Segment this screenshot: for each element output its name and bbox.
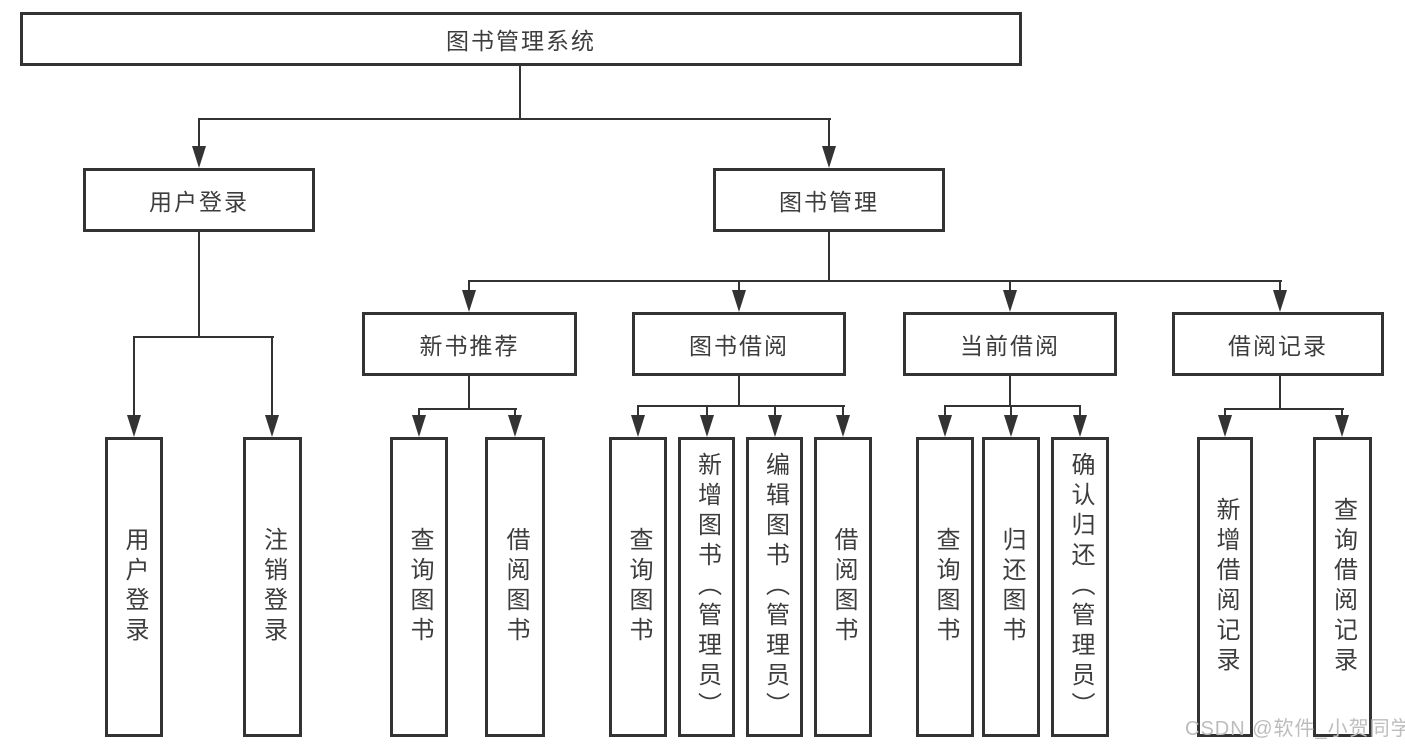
edge-line <box>1010 405 1012 417</box>
edge-line <box>133 336 135 416</box>
edge-line <box>828 232 830 282</box>
leaf-query-borrow-record: 查询借阅记录 <box>1313 437 1372 737</box>
node-root-label: 图书管理系统 <box>446 28 596 54</box>
edge-line <box>1079 405 1081 417</box>
node-new-book-recommend-label: 新书推荐 <box>419 333 520 359</box>
arrow-down-icon <box>836 415 850 437</box>
edge-line <box>271 336 273 416</box>
leaf-borrow-books: 借阅图书 <box>814 437 872 737</box>
edge-line <box>468 280 1282 282</box>
node-borrow-record: 借阅记录 <box>1172 312 1384 376</box>
leaf-confirm-return-admin: 确认归还（管理员） <box>1051 437 1109 737</box>
watermark: CSDN @软件_小贺同学 <box>1185 718 1405 740</box>
arrow-down-icon <box>732 290 746 312</box>
arrow-down-icon <box>192 146 206 168</box>
node-root: 图书管理系统 <box>20 12 1022 66</box>
edge-line <box>944 405 1081 407</box>
edge-line <box>1224 408 1226 417</box>
leaf-user-login: 用户登录 <box>105 437 163 737</box>
arrow-down-icon <box>265 415 279 437</box>
edge-line <box>738 280 740 293</box>
node-user-login-label: 用户登录 <box>149 189 249 215</box>
edge-line <box>468 280 470 293</box>
arrow-down-icon <box>631 415 645 437</box>
arrow-down-icon <box>1218 415 1232 437</box>
edge-line <box>468 376 470 410</box>
leaf-borrow-books: 借阅图书 <box>485 437 545 737</box>
edge-line <box>133 336 274 338</box>
edge-line <box>1279 376 1281 410</box>
node-user-login: 用户登录 <box>83 168 315 232</box>
arrow-down-icon <box>768 415 782 437</box>
leaf-add-books-admin: 新增图书（管理员） <box>678 437 735 737</box>
leaf-query-books: 查询图书 <box>916 437 974 737</box>
edge-line <box>198 232 200 338</box>
leaf-query-books: 查询图书 <box>390 437 448 737</box>
node-book-borrow-label: 图书借阅 <box>689 333 789 359</box>
edge-line <box>706 405 708 417</box>
edge-line <box>1224 408 1344 410</box>
node-book-management: 图书管理 <box>713 168 945 232</box>
arrow-down-icon <box>1273 290 1287 312</box>
edge-line <box>774 405 776 417</box>
leaf-add-borrow-record: 新增借阅记录 <box>1197 437 1253 737</box>
edge-line <box>842 405 844 417</box>
edge-line <box>198 118 200 147</box>
arrow-down-icon <box>822 146 836 168</box>
leaf-logout-login: 注销登录 <box>243 437 302 737</box>
node-current-borrow: 当前借阅 <box>903 312 1117 376</box>
node-book-borrow: 图书借阅 <box>632 312 846 376</box>
arrow-down-icon <box>1003 290 1017 312</box>
edge-line <box>738 376 740 407</box>
arrow-down-icon <box>412 415 426 437</box>
edge-line <box>637 405 845 407</box>
arrow-down-icon <box>462 290 476 312</box>
edge-line <box>1009 376 1011 407</box>
leaf-query-books: 查询图书 <box>609 437 667 737</box>
leaf-edit-books-admin: 编辑图书（管理员） <box>746 437 803 737</box>
edge-line <box>418 408 517 410</box>
edge-line <box>1341 408 1343 417</box>
edge-line <box>1279 280 1281 293</box>
arrow-down-icon <box>508 415 522 437</box>
arrow-down-icon <box>700 415 714 437</box>
node-borrow-record-label: 借阅记录 <box>1228 333 1328 359</box>
arrow-down-icon <box>127 415 141 437</box>
edge-line <box>418 408 420 417</box>
edge-line <box>637 405 639 417</box>
node-book-management-label: 图书管理 <box>779 189 879 215</box>
edge-line <box>514 408 516 417</box>
leaf-return-books: 归还图书 <box>982 437 1040 737</box>
edge-line <box>519 66 521 118</box>
node-current-borrow-label: 当前借阅 <box>960 333 1060 359</box>
arrow-down-icon <box>1004 415 1018 437</box>
edge-line <box>198 118 831 120</box>
edge-line <box>944 405 946 417</box>
arrow-down-icon <box>938 415 952 437</box>
edge-line <box>1009 280 1011 293</box>
arrow-down-icon <box>1335 415 1349 437</box>
node-new-book-recommend: 新书推荐 <box>362 312 577 376</box>
edge-line <box>828 118 830 147</box>
arrow-down-icon <box>1073 415 1087 437</box>
